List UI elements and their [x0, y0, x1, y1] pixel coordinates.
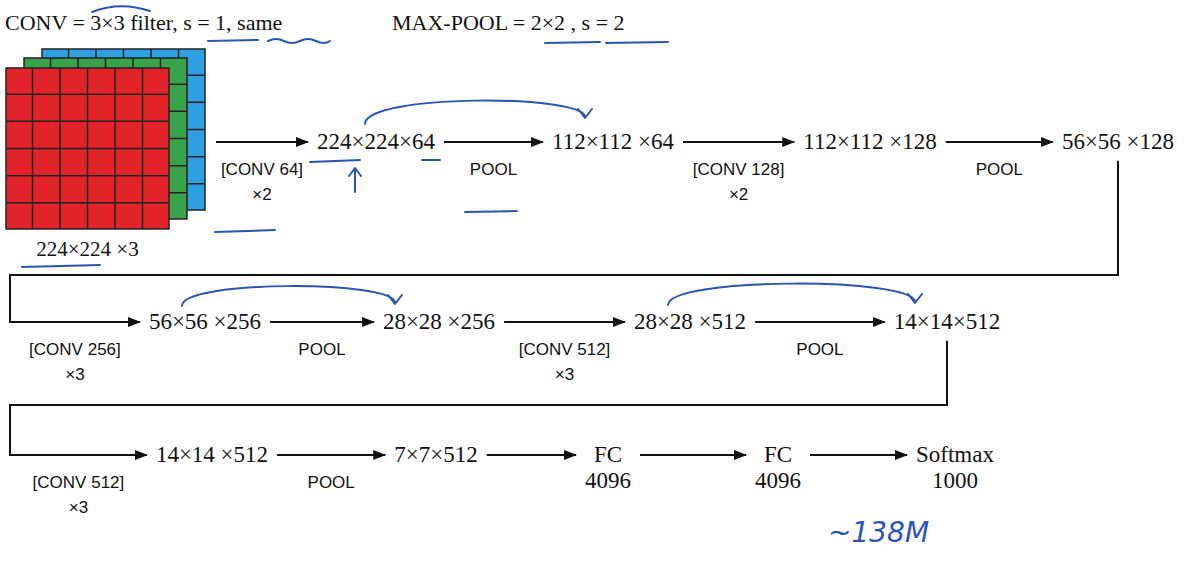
annotation-underline	[208, 40, 258, 41]
flow-arrow	[810, 454, 907, 456]
shape-text: 112×112 ×128	[803, 129, 937, 154]
annotation-arrowhead	[388, 295, 402, 304]
tensor-shape: 56×56 ×256	[146, 307, 264, 336]
layer-operation-label: [CONV 512] ×3	[29, 470, 128, 521]
annotation-arrowhead	[578, 109, 592, 118]
layer-operation-label: POOL	[974, 157, 1025, 183]
layer-block: FC4096	[582, 440, 634, 495]
tensor-shape: 112×112 ×64	[549, 127, 677, 156]
layer-operation-label: POOL	[296, 337, 347, 363]
flow-arrow	[755, 321, 885, 323]
layer-block: Softmax1000	[913, 440, 997, 495]
size-text: 4096	[585, 468, 631, 493]
tensor-shape: 14×14 ×512	[153, 440, 271, 469]
tensor-shape: 224×224×64	[314, 127, 438, 156]
shape-text: FC	[755, 442, 801, 467]
annotation-curved-arrow	[668, 284, 915, 305]
color-channel	[6, 68, 169, 229]
tensor-shape: 28×28 ×512	[631, 307, 749, 336]
flow-arrow	[216, 141, 308, 143]
input-volume: 224×224 ×3	[5, 45, 210, 267]
shape-text: 112×112 ×64	[552, 129, 674, 154]
annotation-curved-arrow	[182, 286, 395, 306]
shape-text: 28×28 ×256	[383, 309, 495, 334]
layer-block: FC4096	[752, 440, 804, 495]
annotation-underline	[268, 39, 330, 43]
flow-arrow	[946, 141, 1053, 143]
annotation-up-arrow	[349, 168, 361, 192]
shape-text: 224×224 ×3	[5, 237, 170, 262]
shape-text: 14×14 ×512	[156, 442, 268, 467]
annotation-underline	[545, 42, 600, 43]
tensor-shape: 112×112 ×128	[800, 127, 940, 156]
annotation-underline	[22, 265, 100, 267]
shape-text: 7×7×512	[394, 442, 477, 467]
annotation-curved-arrow	[365, 101, 585, 124]
input-image-volume	[5, 45, 210, 235]
tensor-shape: 14×14×512	[891, 307, 1003, 336]
header-note: CONV = 3×3 filter, s = 1, same	[5, 10, 282, 36]
annotation-underline	[606, 42, 668, 43]
size-text: 4096	[755, 468, 801, 493]
layer-operation-label: POOL	[794, 337, 845, 363]
shape-text: 56×56 ×128	[1062, 129, 1174, 154]
tensor-shape: 56×56 ×128	[1059, 127, 1177, 156]
flow-arrow	[640, 454, 746, 456]
shape-text: 14×14×512	[894, 309, 1000, 334]
header-note: MAX-POOL = 2×2 , s = 2	[392, 10, 625, 36]
layer-operation-label: POOL	[306, 470, 357, 496]
annotation-arrowhead	[908, 294, 922, 303]
flow-arrow	[444, 141, 543, 143]
shape-text: Softmax	[916, 442, 994, 467]
shape-text: 56×56 ×256	[149, 309, 261, 334]
size-text: 1000	[916, 468, 994, 493]
layer-operation-label: [CONV 64] ×2	[217, 157, 308, 208]
flow-arrow	[504, 321, 625, 323]
tensor-shape: 28×28 ×256	[380, 307, 498, 336]
flow-arrow	[277, 454, 385, 456]
shape-text: 224×224×64	[317, 129, 435, 154]
shape-text: FC	[585, 442, 631, 467]
layer-operation-label: [CONV 128] ×2	[689, 157, 788, 208]
annotation-underline	[422, 159, 440, 161]
layer-operation-label: [CONV 256] ×3	[25, 337, 124, 388]
flow-arrow	[270, 321, 374, 323]
shape-text: 28×28 ×512	[634, 309, 746, 334]
layer-operation-label: POOL	[468, 157, 519, 183]
annotation-underline	[215, 230, 275, 232]
annotation-underline	[465, 211, 517, 212]
parameter-count-note: ~138M	[828, 516, 929, 550]
layer-operation-label: [CONV 512] ×3	[515, 337, 614, 388]
tensor-shape: 7×7×512	[391, 440, 480, 469]
flow-arrow	[487, 454, 576, 456]
flow-arrow	[683, 141, 794, 143]
annotation-underline	[310, 160, 360, 162]
